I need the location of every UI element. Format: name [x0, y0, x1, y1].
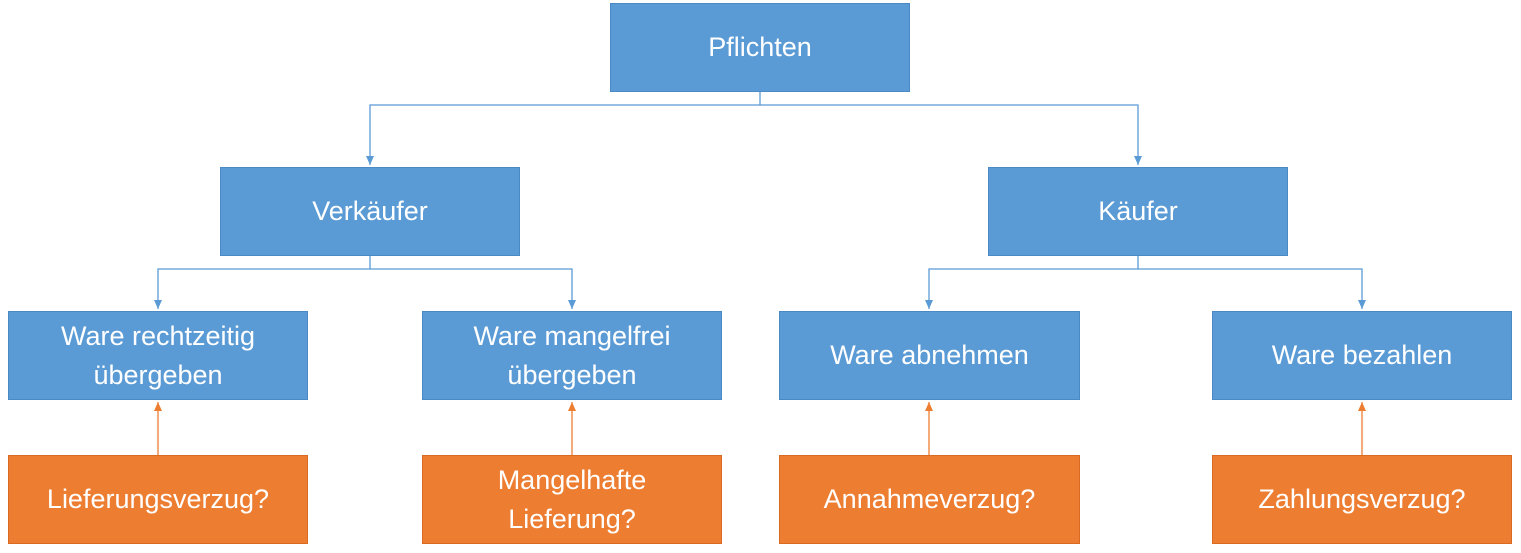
connector-seller-to-duty-1	[154, 256, 371, 309]
node-kaeufer: Käufer	[988, 167, 1288, 256]
node-duty-pay-goods: Ware bezahlen	[1212, 311, 1512, 400]
connector-buyer-to-duty-3	[925, 256, 1139, 309]
node-breach-defective-delivery: Mangelhafte Lieferung?	[422, 455, 722, 544]
connector-root-to-seller	[366, 92, 761, 165]
node-breach-acceptance-delay: Annahmeverzug?	[779, 455, 1080, 544]
node-verkaeufer: Verkäufer	[220, 167, 520, 256]
node-pflichten: Pflichten	[610, 3, 910, 92]
node-duty-deliver-defect-free: Ware mangelfrei übergeben	[422, 311, 722, 400]
node-duty-accept-goods: Ware abnehmen	[779, 311, 1080, 400]
node-breach-payment-delay: Zahlungsverzug?	[1212, 455, 1512, 544]
connector-buyer-to-duty-4	[1138, 268, 1366, 309]
connector-seller-to-duty-2	[370, 268, 576, 309]
node-duty-deliver-on-time: Ware rechtzeitig übergeben	[8, 311, 308, 400]
connector-root-to-buyer	[760, 104, 1142, 165]
node-breach-delivery-delay: Lieferungsverzug?	[8, 455, 308, 544]
